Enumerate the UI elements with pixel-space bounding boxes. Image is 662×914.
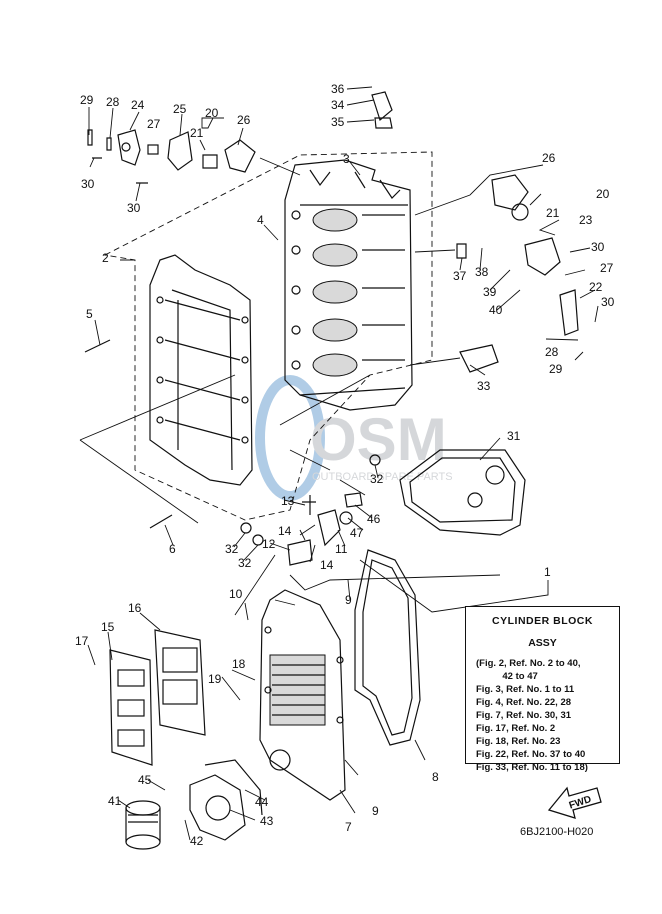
callout-32: 32	[370, 472, 384, 486]
crankcase	[149, 254, 253, 486]
callout-30: 30	[127, 201, 141, 215]
callout-43: 43	[260, 814, 274, 828]
callout-35: 35	[331, 115, 345, 129]
callout-15: 15	[101, 620, 115, 634]
gasket-31	[399, 449, 526, 536]
callout-27: 27	[600, 261, 614, 275]
callout-32: 32	[238, 556, 252, 570]
cylinder-block	[284, 159, 413, 411]
callout-24: 24	[131, 98, 145, 112]
callout-37: 37	[453, 269, 467, 283]
callout-41: 41	[108, 794, 122, 808]
callout-28: 28	[545, 345, 559, 359]
oil-filter	[125, 800, 161, 850]
callout-40: 40	[489, 303, 503, 317]
callout-13: 13	[281, 494, 295, 508]
fwd-arrow-icon: FWD	[547, 786, 602, 819]
callout-10: 10	[229, 587, 243, 601]
callout-14: 14	[278, 524, 292, 538]
exhaust-cover	[259, 589, 346, 801]
callout-22: 22	[589, 280, 603, 294]
small-fittings	[84, 339, 381, 566]
callout-45: 45	[138, 773, 152, 787]
legend-line: Fig. 4, Ref. No. 22, 28	[476, 697, 572, 708]
block-boundary-solid	[79, 374, 371, 524]
callout-27: 27	[147, 117, 161, 131]
callout-42: 42	[190, 834, 204, 848]
callout-39: 39	[483, 285, 497, 299]
gasket-16	[154, 629, 206, 736]
assembly-boundary-dashed	[103, 151, 433, 521]
callout-25: 25	[173, 102, 187, 116]
callout-14: 14	[320, 558, 334, 572]
callout-28: 28	[106, 95, 120, 109]
callout-30: 30	[81, 177, 95, 191]
callout-21: 21	[546, 206, 560, 220]
callout-12: 12	[262, 537, 276, 551]
filter-bracket	[189, 759, 263, 841]
callout-20: 20	[205, 106, 219, 120]
legend-line: Fig. 22, Ref. No. 37 to 40	[476, 749, 586, 760]
callout-16: 16	[128, 601, 142, 615]
callout-29: 29	[80, 93, 94, 107]
callout-34: 34	[331, 98, 345, 112]
legend-line: Fig. 18, Ref. No. 23	[476, 736, 561, 747]
callout-47: 47	[350, 526, 364, 540]
legend-line: Fig. 3, Ref. No. 1 to 11	[476, 684, 575, 695]
callout-30: 30	[591, 240, 605, 254]
diagram-code: 6BJ2100-H020	[520, 826, 594, 838]
callout-20: 20	[596, 187, 610, 201]
callout-8: 8	[432, 770, 439, 784]
callout-3: 3	[343, 152, 350, 166]
legend-line: (Fig. 2, Ref. No. 2 to 40,	[476, 658, 581, 669]
callout-9: 9	[372, 804, 379, 818]
callout-1: 1	[544, 565, 551, 579]
callout-32: 32	[225, 542, 239, 556]
callout-2: 2	[102, 251, 109, 265]
legend-line: Fig. 17, Ref. No. 2	[476, 723, 556, 734]
callout-21: 21	[190, 126, 204, 140]
callout-30: 30	[601, 295, 615, 309]
callout-6: 6	[169, 542, 176, 556]
callout-11: 11	[335, 542, 348, 556]
legend-line: Fig. 7, Ref. No. 30, 31	[476, 710, 572, 721]
gasket-8-inner	[362, 559, 413, 736]
callout-labels: 29 28 24 25 20 27 21 26 30 30 36 34 35 3…	[75, 82, 615, 848]
callout-4: 4	[257, 213, 264, 227]
thermostat-group-left	[87, 129, 256, 184]
callout-19: 19	[208, 672, 222, 686]
thermostat-group-right	[371, 91, 579, 373]
legend-title: CYLINDER BLOCK	[492, 615, 593, 627]
legend-line: 42 to 47	[476, 671, 538, 682]
callout-26: 26	[237, 113, 251, 127]
callout-7: 7	[345, 820, 352, 834]
callout-36: 36	[331, 82, 345, 96]
callout-5: 5	[86, 307, 93, 321]
legend-subtitle: ASSY	[528, 637, 557, 649]
callout-18: 18	[232, 657, 246, 671]
callout-29: 29	[549, 362, 563, 376]
legend-lines: (Fig. 2, Ref. No. 2 to 40, 42 to 47 Fig.…	[476, 657, 619, 774]
legend-box: CYLINDER BLOCK ASSY (Fig. 2, Ref. No. 2 …	[465, 606, 620, 773]
callout-26: 26	[542, 151, 556, 165]
callout-17: 17	[75, 634, 89, 648]
legend-line: Fig. 33, Ref. No. 11 to 18)	[476, 762, 588, 773]
callout-44: 44	[255, 795, 269, 809]
callout-9: 9	[345, 593, 352, 607]
callout-23: 23	[579, 213, 593, 227]
leader-lines	[87, 86, 599, 841]
cover-plate-15	[109, 649, 153, 766]
callout-46: 46	[367, 512, 381, 526]
callout-31: 31	[507, 429, 521, 443]
callout-33: 33	[477, 379, 491, 393]
callout-38: 38	[475, 265, 489, 279]
